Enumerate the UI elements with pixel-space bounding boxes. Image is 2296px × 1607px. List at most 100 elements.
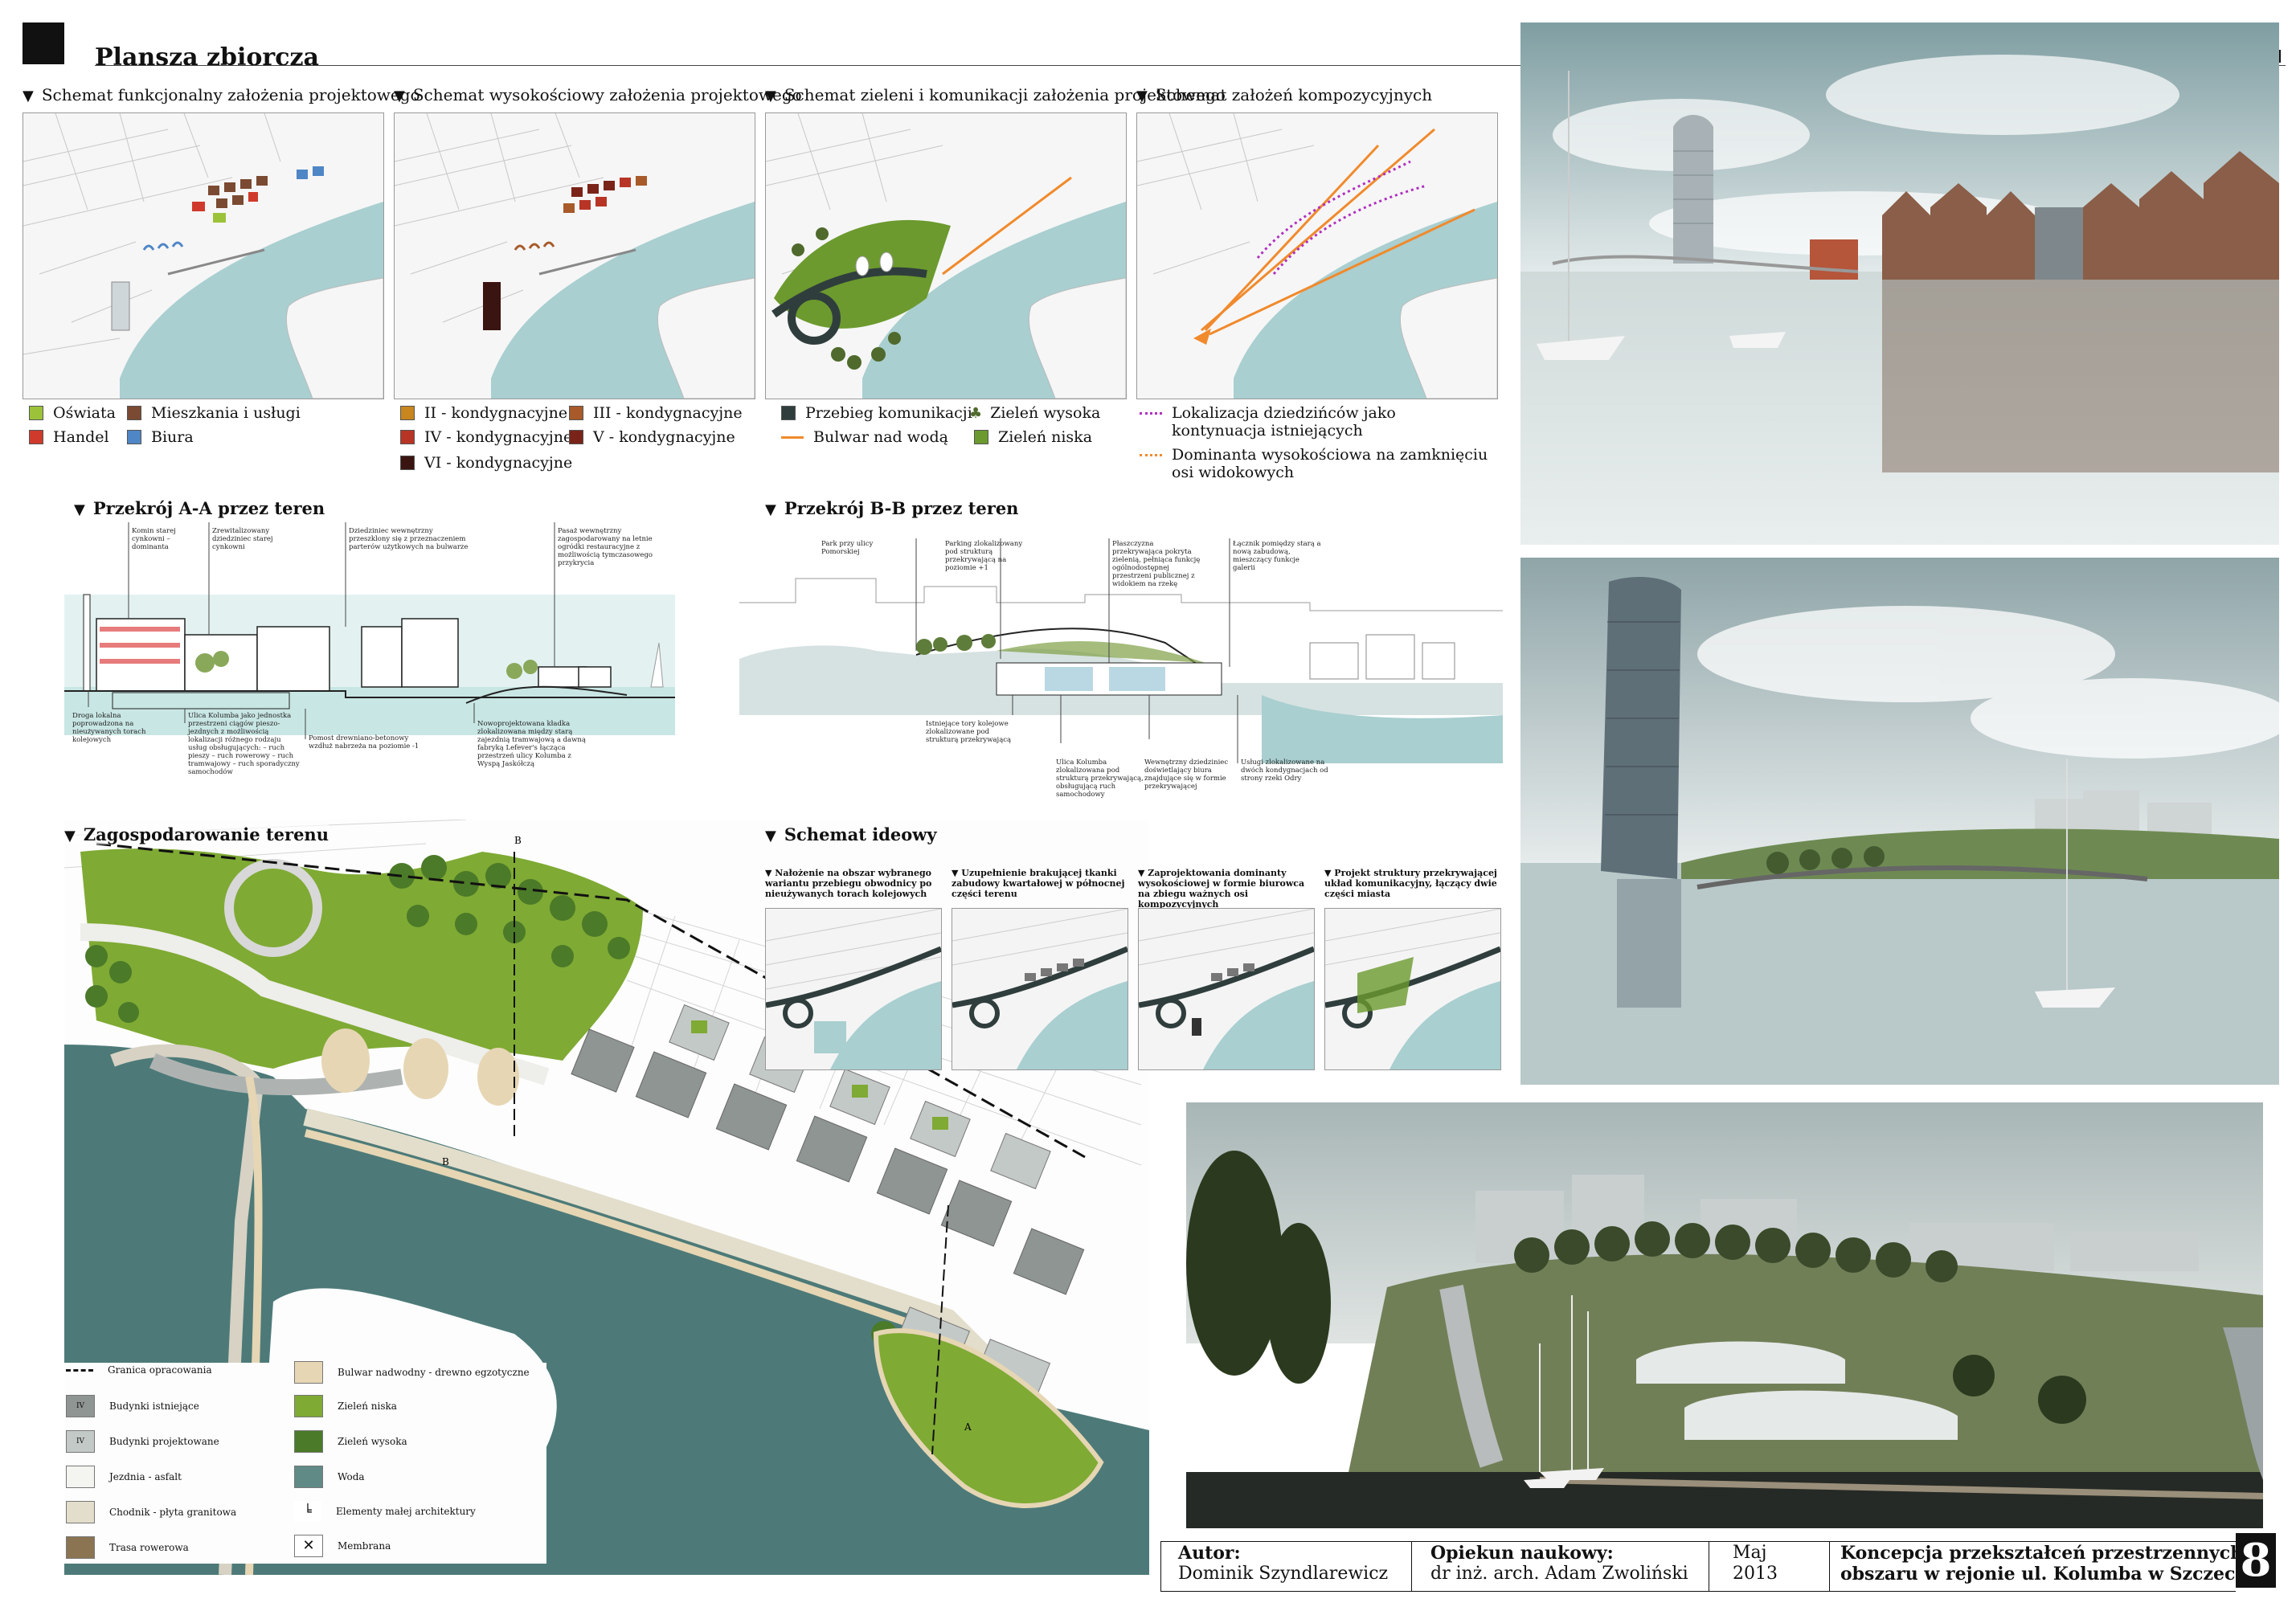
section-annotation: Dziedziniec wewnętrzny przeszklony się z…	[349, 527, 469, 551]
legend-item: Bulwar nadwodny - drewno egzotyczne	[294, 1361, 530, 1384]
section-a-drawing: Komin starej cynkowni – dominanta Zrewit…	[64, 522, 675, 812]
legend-swatch	[569, 430, 583, 444]
legend-item: Zieleń wysoka	[294, 1430, 407, 1453]
triangle-icon: ▼	[64, 828, 76, 844]
legend-swatch	[294, 1395, 323, 1417]
section-annotation: Parking zlokalizowany pod strukturą prze…	[945, 540, 1023, 572]
section-annotation: Droga lokalna poprowadzona na nieużywany…	[72, 712, 146, 744]
footer-supervisor: Opiekun naukowy:dr inż. arch. Adam Zwoli…	[1430, 1543, 1688, 1584]
triangle-icon: ▼	[23, 88, 34, 104]
scheme-title-height: ▼Schemat wysokościowy założenia projekto…	[394, 85, 802, 104]
legend-item: V - kondygnacyjne	[569, 428, 735, 446]
svg-text:B: B	[514, 835, 522, 846]
scheme-map-height	[394, 112, 755, 399]
legend-swatch	[66, 1466, 95, 1488]
scheme-title-green: ▼Schemat zieleni i komunikacji założenia…	[765, 85, 1226, 104]
legend-item: ╘Elementy małej architektury	[294, 1501, 476, 1522]
scheme-title-functional: ▼Schemat funkcjonalny założenia projekto…	[23, 85, 420, 104]
idea-caption: ▼ Uzupełnienie brakującej tkanki zabudow…	[952, 868, 1125, 899]
idea-caption: ▼ Zaprojektowania dominanty wysokościowe…	[1138, 868, 1305, 910]
footer-divider	[1829, 1541, 1830, 1591]
page-title: Plansza zbiorcza	[95, 43, 319, 72]
footer-top-rule	[1160, 1541, 2236, 1542]
footer-bottom-rule	[1160, 1591, 2236, 1592]
legend-swatch: IV	[66, 1430, 95, 1453]
section-annotation: Usługi zlokalizowane na dwóch kondygnacj…	[1241, 759, 1328, 783]
section-annotation: Łącznik pomiędzy starą a nową zabudową, …	[1233, 540, 1321, 572]
legend-swatch	[294, 1430, 323, 1453]
membrane-icon: ✕	[294, 1535, 323, 1557]
triangle-icon: ▼	[394, 88, 405, 104]
svg-text:B: B	[442, 1156, 449, 1167]
legend-item: Mieszkania i usługi	[127, 404, 301, 422]
footer-divider	[1160, 1541, 1161, 1591]
svg-text:A: A	[964, 1421, 972, 1433]
legend-item: Jezdnia - asfalt	[66, 1466, 182, 1488]
idea-map	[765, 908, 942, 1070]
idea-map	[1324, 908, 1501, 1070]
legend-item: Granica opracowania	[66, 1364, 212, 1376]
triangle-icon: ▼	[765, 828, 776, 844]
header-square	[23, 22, 64, 64]
legend-swatch	[400, 406, 415, 420]
legend-swatch	[29, 430, 43, 444]
idea-caption: ▼ Projekt struktury przekrywającej układ…	[1324, 868, 1497, 899]
legend-item: Przebieg komunikacji	[781, 404, 972, 422]
scheme-title-composition: ▼Schemat założeń kompozycyjnych	[1136, 85, 1433, 104]
tree-icon: ♣	[969, 404, 983, 422]
legend-item: Trasa rowerowa	[66, 1536, 189, 1559]
legend-item: IV - kondygnacyjne	[400, 428, 572, 446]
triangle-icon: ▼	[1136, 88, 1148, 104]
boundary-line	[66, 1368, 93, 1372]
triangle-icon: ▼	[74, 501, 85, 518]
legend-item: Handel	[29, 428, 109, 446]
section-annotation: Pasaż wewnętrzny zagospodarowany na letn…	[558, 527, 653, 567]
legend-swatch	[66, 1536, 95, 1559]
render-view-1	[1520, 22, 2279, 545]
legend-item: Zieleń niska	[294, 1395, 397, 1417]
legend-line	[781, 435, 804, 439]
section-annotation: Ulica Kolumba zlokalizowana pod struktur…	[1056, 759, 1144, 799]
legend-item: ♣Zieleń wysoka	[969, 404, 1101, 422]
legend-item: Oświata	[29, 404, 116, 422]
scheme-map-green	[765, 112, 1127, 399]
legend-line	[1140, 454, 1162, 456]
render-view-2	[1520, 558, 2279, 1085]
section-a-title: ▼Przekrój A-A przez teren	[74, 498, 325, 518]
legend-swatch	[400, 430, 415, 444]
triangle-icon: ▼	[952, 868, 962, 878]
title-rule	[95, 65, 2286, 66]
idea-map	[952, 908, 1128, 1070]
idea-map	[1138, 908, 1315, 1070]
legend-item: VI - kondygnacyjne	[400, 454, 572, 472]
page-number: 8	[2236, 1533, 2276, 1588]
idea-caption: ▼ Nałożenie na obszar wybranego wariantu…	[765, 868, 932, 899]
footer-author: Autor:Dominik Szyndlarewicz	[1178, 1543, 1389, 1584]
street-furniture-icon: ╘	[294, 1501, 321, 1522]
legend-swatch	[294, 1466, 323, 1488]
legend-item: Zieleń niska	[974, 428, 1092, 446]
section-annotation: Istniejące tory kolejowe zlokalizowane p…	[926, 720, 1012, 744]
legend-item: Bulwar nad wodą	[781, 428, 948, 446]
legend-item: III - kondygnacyjne	[569, 404, 743, 422]
footer-divider	[1411, 1541, 1412, 1591]
section-annotation: Komin starej cynkowni – dominanta	[132, 527, 176, 551]
legend-item: ✕Membrana	[294, 1535, 391, 1557]
legend-swatch	[29, 406, 43, 420]
legend-swatch	[127, 430, 141, 444]
legend-item: Chodnik - płyta granitowa	[66, 1501, 236, 1523]
land-use-title: ▼Zagospodarowanie terenu	[64, 824, 329, 844]
section-annotation: Park przy ulicy Pomorskiej	[821, 540, 874, 556]
section-annotation: Nowoprojektowana kładka zlokalizowana mi…	[477, 720, 586, 768]
section-b-title: ▼Przekrój B-B przez teren	[765, 498, 1019, 518]
section-b-drawing: Park przy ulicy Pomorskiej Parking zloka…	[731, 522, 1503, 812]
legend-item: Woda	[294, 1466, 365, 1488]
legend-swatch: IV	[66, 1395, 95, 1417]
render-view-3	[1186, 1102, 2263, 1528]
legend-swatch	[294, 1361, 323, 1384]
